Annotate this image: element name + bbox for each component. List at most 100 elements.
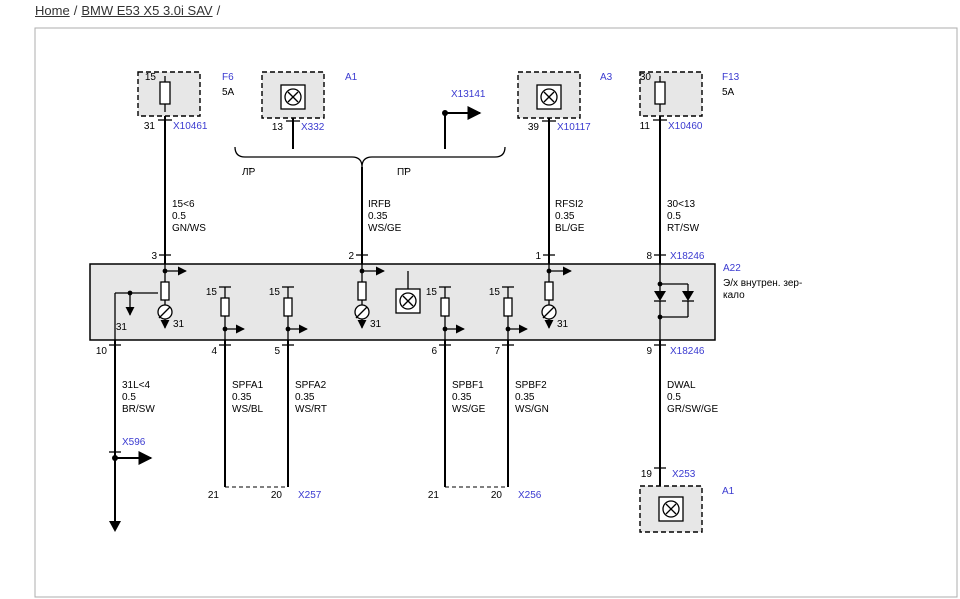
wire2-name: IRFB [368,199,391,210]
wire4b-color: WS/BL [232,404,264,415]
a22-resistor-label-3: 15 [489,287,501,298]
a22-top-connector-label[interactable]: X18246 [670,251,705,262]
a22-resistor-label-1: 15 [269,287,281,298]
a3-id-label[interactable]: A3 [600,72,613,83]
a22-internal-input1 [157,264,187,329]
a22-ground-label-2: 31 [370,319,382,330]
a22-bottom-pin6: 6 [431,346,437,357]
wire4-gauge: 0.5 [667,211,681,222]
a1-top-connector-label[interactable]: X332 [301,122,325,133]
a22-top-pin1: 1 [535,251,541,262]
a22-internal-resistor2 [282,286,308,340]
breadcrumb-link-home[interactable]: Home [35,3,70,18]
f13-terminal-label: 30 [640,72,652,83]
wire-label-top-1: 15<6 0.5 GN/WS [172,199,206,234]
breadcrumb: Home/BMW E53 X5 3.0i SAV/ [35,3,224,18]
a22-resistor-label-0: 15 [206,287,218,298]
a1-top-id-label[interactable]: A1 [345,72,358,83]
wire-label-bottom-5: SPFA2 0.35 WS/RT [295,380,327,415]
a22-internal-ground-branch [114,290,158,340]
x253-pin19: 19 [641,469,653,480]
a3-pin-label: 39 [528,122,540,133]
a22-internal-input3 [541,264,572,329]
wire6b-color: WS/GE [452,404,486,415]
wire-label-bottom-6: SPBF1 0.35 WS/GE [452,380,486,415]
a22-bottom-pin9: 9 [646,346,652,357]
wire-label-bottom-7: SPBF2 0.35 WS/GN [515,380,549,415]
wire2-color: WS/GE [368,223,402,234]
wire10-name: 31L<4 [122,380,151,391]
ground-terminal-symbol [109,521,121,532]
wire3-color: BL/GE [555,223,585,234]
a22-ground-label-3: 31 [557,319,569,330]
x257-connector-label[interactable]: X257 [298,490,322,501]
wire1-name: 15<6 [172,199,195,210]
x253-connector-label[interactable]: X253 [672,469,696,480]
x596-connector-label[interactable]: X596 [122,437,146,448]
a22-top-pin8: 8 [646,251,652,262]
a22-top-pin2: 2 [348,251,354,262]
wire7b-gauge: 0.35 [515,392,535,403]
variant-right-label: П̃Р [397,167,411,178]
wire4b-gauge: 0.35 [232,392,252,403]
wire7b-color: WS/GN [515,404,549,415]
a22-top-pin3: 3 [151,251,157,262]
f6-id-label[interactable]: F6 [222,72,234,83]
wire-label-bottom-10: 31L<4 0.5 BR/SW [122,380,155,415]
a22-internal-diode-bridge [654,264,694,340]
wire-label-top-2: IRFB 0.35 WS/GE [368,199,402,234]
wire7b-name: SPBF2 [515,380,547,391]
f6-rating-label: 5A [222,87,235,98]
x13141-label[interactable]: X13141 [451,89,486,100]
content-frame [34,27,958,598]
a22-bottom-connector-label[interactable]: X18246 [670,346,705,357]
a3-connector-label[interactable]: X10117 [557,122,591,133]
a22-bottom-pin5: 5 [274,346,280,357]
a22-ground-label-0: 31 [116,322,128,333]
f13-id-label[interactable]: F13 [722,72,740,83]
a22-ground-label-1: 31 [173,319,185,330]
wire4-color: RT/SW [667,223,700,234]
x257-pin21: 21 [208,490,220,501]
a22-bottom-pin4: 4 [211,346,217,357]
a22-name-line2: кало [723,290,745,301]
f6-connector-label[interactable]: X10461 [173,121,208,132]
wire5b-color: WS/RT [295,404,327,415]
f6-pin-label: 31 [144,121,156,132]
component-a1-bottom-symbol [639,485,703,533]
fuse-f6-symbol [137,71,201,117]
variant-left-label: Л̃Р [242,167,256,178]
a1-top-pin-label: 13 [272,122,284,133]
x256-pin21: 21 [428,490,440,501]
f13-rating-label: 5A [722,87,735,98]
wire-label-top-4: 30<13 0.5 RT/SW [667,199,700,234]
a22-bottom-pin10: 10 [96,346,108,357]
a22-bottom-pin7: 7 [494,346,500,357]
wire1-gauge: 0.5 [172,211,186,222]
f13-pin-label: 11 [640,121,651,132]
wire4-name: 30<13 [667,199,696,210]
x257-pin20: 20 [271,490,283,501]
breadcrumb-link-vehicle[interactable]: BMW E53 X5 3.0i SAV [81,3,213,18]
wire-label-top-3: RFSI2 0.35 BL/GE [555,199,585,234]
wire5b-gauge: 0.35 [295,392,315,403]
a22-id-label[interactable]: A22 [723,263,741,274]
wire10-color: BR/SW [122,404,155,415]
f13-connector-label[interactable]: X10460 [668,121,703,132]
a22-internal-resistor3 [439,286,465,340]
wire2-gauge: 0.35 [368,211,388,222]
a22-name-line1: Э/х внутрен. зер- [723,278,802,289]
x256-connector-label[interactable]: X256 [518,490,542,501]
component-a1-top-symbol [261,71,325,119]
breadcrumb-separator: / [216,3,221,18]
wire10-gauge: 0.5 [122,392,136,403]
a22-internal-resistor1 [219,286,245,340]
a1-bottom-id-label[interactable]: A1 [722,486,735,497]
wire6b-name: SPBF1 [452,380,484,391]
wire-label-bottom-9: DWAL 0.5 GR/SW/GE [667,380,718,415]
wire9b-name: DWAL [667,380,696,391]
wire5b-name: SPFA2 [295,380,327,391]
wire3-gauge: 0.35 [555,211,575,222]
